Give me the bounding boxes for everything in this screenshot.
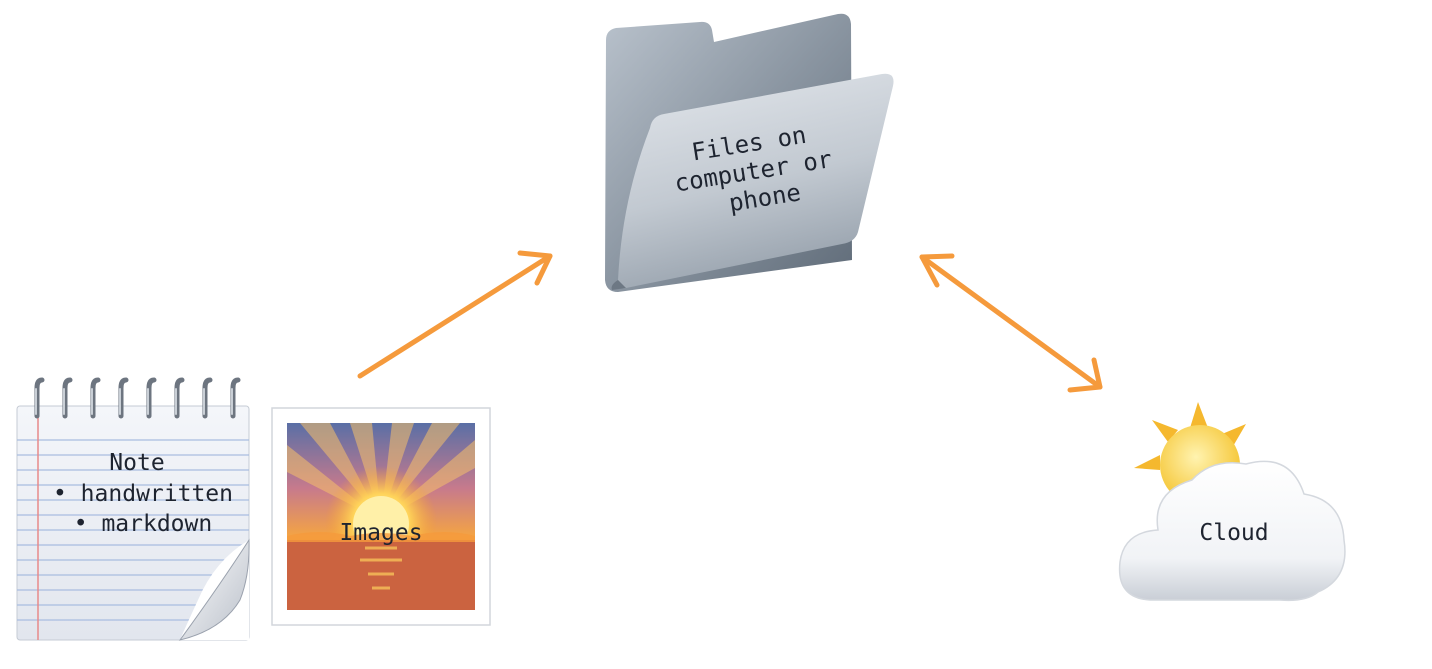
cloud-node: Cloud [1118, 402, 1346, 602]
cloud-label: Cloud [1199, 520, 1268, 546]
images-label: Images [339, 520, 422, 546]
arrow-images-to-folder [357, 250, 553, 379]
note-item-markdown: • markdown [74, 511, 212, 537]
note-item-handwritten: • handwritten [53, 481, 233, 507]
folder-node: Files on computer or phone [605, 13, 894, 292]
arrows [357, 250, 1103, 393]
sun-behind-cloud-icon [1118, 402, 1346, 602]
note-title: Note [109, 450, 164, 476]
folder-icon [605, 13, 894, 292]
notepad-icon [16, 377, 250, 641]
sunset-photo-icon [271, 407, 491, 626]
note-node: Note • handwritten • markdown [16, 377, 250, 641]
images-node: Images [271, 407, 491, 626]
arrow-folder-cloud-bidirectional [919, 253, 1103, 393]
